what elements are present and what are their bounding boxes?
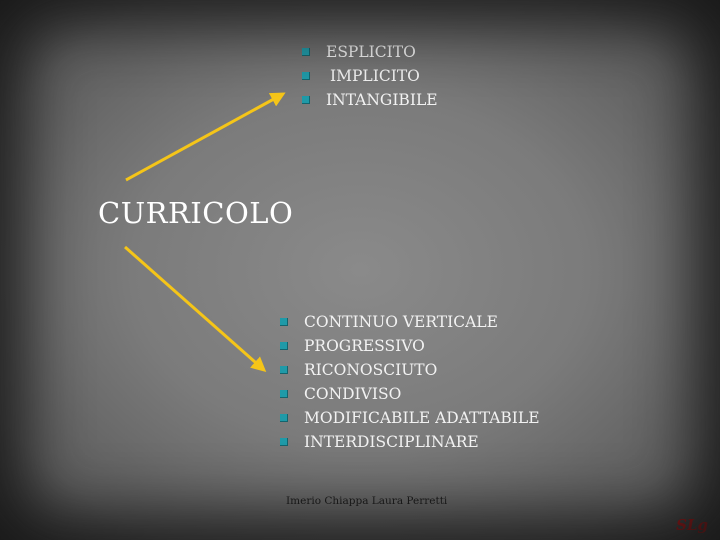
list-item-label: INTERDISCIPLINARE: [304, 433, 479, 451]
arrow-down: [124, 245, 267, 372]
list-item: MODIFICABILE ADATTABILE: [280, 406, 540, 430]
list-item-label: INTANGIBILE: [326, 91, 438, 109]
square-bullet-icon: [302, 48, 310, 56]
square-bullet-icon: [280, 390, 288, 398]
footer-authors: Imerio Chiappa Laura Perretti: [286, 495, 448, 507]
list-item-label: RICONOSCIUTO: [304, 361, 438, 379]
list-item: RICONOSCIUTO: [280, 358, 540, 382]
list-item: CONTINUO VERTICALE: [280, 310, 540, 334]
square-bullet-icon: [280, 342, 288, 350]
slide-title: CURRICOLO: [98, 196, 294, 230]
square-bullet-icon: [302, 96, 310, 104]
list-item-label: IMPLICITO: [330, 67, 420, 85]
square-bullet-icon: [302, 72, 310, 80]
list-item: INTANGIBILE: [302, 88, 438, 112]
bottom-list: CONTINUO VERTICALE PROGRESSIVO RICONOSCI…: [280, 310, 540, 454]
square-bullet-icon: [280, 438, 288, 446]
list-item: INTERDISCIPLINARE: [280, 430, 540, 454]
arrow-up: [125, 92, 286, 182]
list-item-label: ESPLICITO: [326, 43, 416, 61]
square-bullet-icon: [280, 318, 288, 326]
list-item: PROGRESSIVO: [280, 334, 540, 358]
square-bullet-icon: [280, 414, 288, 422]
list-item: IMPLICITO: [302, 64, 438, 88]
list-item-label: MODIFICABILE ADATTABILE: [304, 409, 540, 427]
list-item-label: CONTINUO VERTICALE: [304, 313, 498, 331]
square-bullet-icon: [280, 366, 288, 374]
top-list: ESPLICITO IMPLICITO INTANGIBILE: [302, 40, 438, 112]
list-item: ESPLICITO: [302, 40, 438, 64]
list-item-label: PROGRESSIVO: [304, 337, 425, 355]
list-item: CONDIVISO: [280, 382, 540, 406]
logo: SLg: [676, 516, 708, 534]
list-item-label: CONDIVISO: [304, 385, 402, 403]
